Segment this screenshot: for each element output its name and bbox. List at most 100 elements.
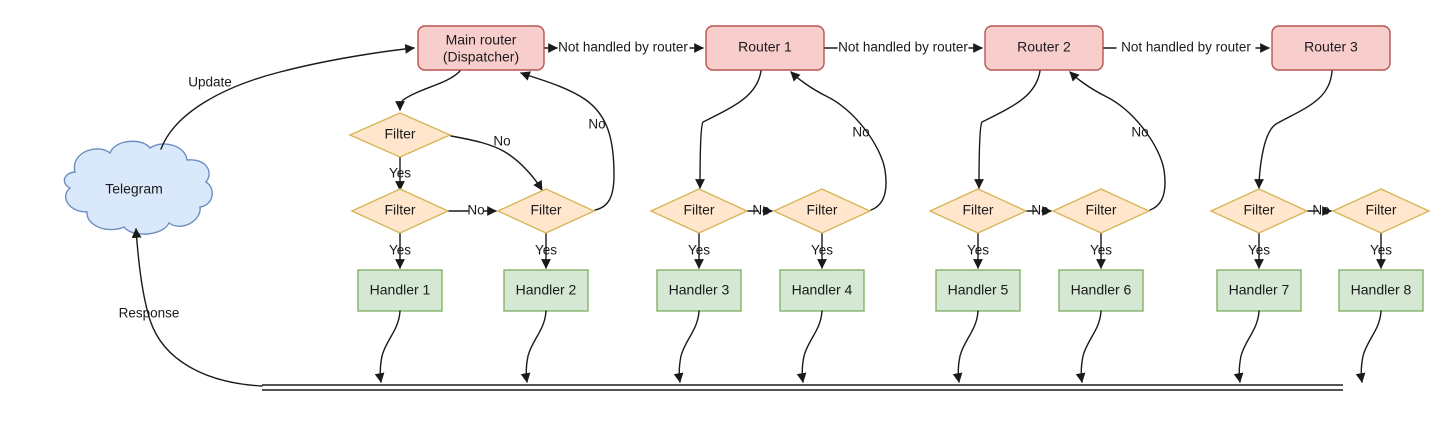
edge-filter-a-no-label: No (493, 134, 510, 149)
edge-handler-4-to-bus (796, 310, 823, 383)
edge-filter-2-no-back-path (520, 71, 615, 211)
edge-response-path (131, 228, 263, 387)
node-handler-8[interactable]: Handler 8 (1338, 269, 1424, 312)
edge-router-3-to-filter-7-path (1254, 70, 1333, 189)
edge-filter-6-no-back: No (1069, 71, 1166, 211)
cloud-shape (63, 140, 213, 235)
edge-handler-6-to-bus-path (1075, 310, 1102, 383)
edge-handler-3-to-bus-path (673, 310, 700, 383)
edge-filter-1-no-label: No (467, 203, 484, 218)
edge-handler-8-to-bus (1355, 310, 1382, 383)
edge-filter-8-yes: Yes (1370, 233, 1392, 269)
edge-filter-a-yes: Yes (389, 157, 411, 191)
main-router-shape (417, 25, 545, 71)
edge-filter-3-yes: Yes (688, 233, 710, 269)
handler-7-shape (1216, 269, 1302, 312)
edge-handler-7-to-bus (1233, 310, 1260, 383)
edge-filter-7-no: No (1307, 203, 1332, 218)
edge-router-3-to-filter-7 (1254, 70, 1333, 189)
node-handler-7[interactable]: Handler 7 (1216, 269, 1302, 312)
node-filter-4[interactable]: Filter (772, 188, 872, 234)
node-handler-4[interactable]: Handler 4 (779, 269, 865, 312)
edge-filter-6-yes: Yes (1090, 233, 1112, 269)
handler-1-shape (357, 269, 443, 312)
node-filter-1[interactable]: Filter (350, 188, 450, 234)
node-handler-1[interactable]: Handler 1 (357, 269, 443, 312)
filter-4-shape (772, 188, 872, 234)
filter-1-shape (350, 188, 450, 234)
node-filter-6[interactable]: Filter (1051, 188, 1151, 234)
router-2-shape (984, 25, 1104, 71)
node-filter-5[interactable]: Filter (928, 188, 1028, 234)
edge-not-handled-1: Not handled by router (544, 40, 704, 55)
handler-2-shape (503, 269, 589, 312)
edge-handler-3-to-bus (673, 310, 700, 383)
edge-filter-7-yes: Yes (1248, 233, 1270, 269)
node-handler-5[interactable]: Handler 5 (935, 269, 1021, 312)
node-router-1[interactable]: Router 1 (705, 25, 825, 71)
filter-6-shape (1051, 188, 1151, 234)
edge-filter-a-no-path (450, 135, 543, 191)
response-bus (262, 384, 1343, 391)
node-handler-3[interactable]: Handler 3 (656, 269, 742, 312)
edge-main-to-filter-a (395, 70, 461, 111)
edge-filter-4-no-back: No (790, 71, 887, 211)
edge-filter-5-yes: Yes (967, 233, 989, 269)
edge-filter-5-no: No (1026, 203, 1052, 218)
edge-router-1-to-filter-3 (695, 70, 762, 189)
node-filter-a[interactable]: Filter (348, 112, 452, 158)
router-3-shape (1271, 25, 1391, 71)
edge-not-handled-3: Not handled by router (1103, 40, 1270, 55)
edge-router-1-to-filter-3-path (695, 70, 762, 189)
handler-6-shape (1058, 269, 1144, 312)
edge-filter-5-no-label: No (1031, 203, 1048, 218)
edge-filter-4-no-back-path (790, 71, 887, 211)
node-router-2[interactable]: Router 2 (984, 25, 1104, 71)
edge-filter-6-no-back-path (1069, 71, 1166, 211)
filter-7-shape (1209, 188, 1309, 234)
edge-filter-7-no-label: No (1312, 203, 1329, 218)
edge-filter-4-yes: Yes (811, 233, 833, 269)
filter-5-shape (928, 188, 1028, 234)
node-main-router[interactable]: Main router (Dispatcher) (417, 25, 545, 71)
filter-2-shape (496, 188, 596, 234)
edge-filter-1-yes: Yes (389, 233, 411, 269)
edge-router-2-to-filter-5-path (974, 70, 1041, 189)
node-handler-2[interactable]: Handler 2 (503, 269, 589, 312)
edge-update-label: Update (188, 75, 232, 90)
edge-filter-2-yes: Yes (535, 233, 557, 269)
edge-handler-8-to-bus-path (1355, 310, 1382, 383)
node-filter-8[interactable]: Filter (1331, 188, 1431, 234)
handler-4-shape (779, 269, 865, 312)
edge-filter-3-no: No (747, 203, 773, 218)
filter-3-shape (649, 188, 749, 234)
edge-handler-5-to-bus (952, 310, 979, 383)
node-router-3[interactable]: Router 3 (1271, 25, 1391, 71)
edge-handler-1-to-bus (374, 310, 401, 383)
edge-not-handled-2-label: Not handled by router (838, 40, 968, 55)
edge-not-handled-2: Not handled by router (824, 40, 983, 55)
filter-8-shape (1331, 188, 1431, 234)
edge-handler-2-to-bus (520, 310, 547, 383)
edge-router-2-to-filter-5 (974, 70, 1041, 189)
edge-handler-7-to-bus-path (1233, 310, 1260, 383)
handler-5-shape (935, 269, 1021, 312)
router-1-shape (705, 25, 825, 71)
edge-not-handled-3-label: Not handled by router (1121, 40, 1251, 55)
node-filter-3[interactable]: Filter (649, 188, 749, 234)
filter-a-shape (348, 112, 452, 158)
edge-filter-2-no-back: No (520, 71, 615, 211)
edge-filter-a-no: No (450, 134, 543, 191)
edge-handler-6-to-bus (1075, 310, 1102, 383)
edge-filter-1-no: No (448, 203, 497, 218)
node-filter-7[interactable]: Filter (1209, 188, 1309, 234)
edge-main-to-filter-a-path (395, 70, 461, 111)
telegram-cloud[interactable]: Telegram (63, 140, 213, 235)
edge-filter-3-no-label: No (752, 203, 769, 218)
node-filter-2[interactable]: Filter (496, 188, 596, 234)
edge-not-handled-1-label: Not handled by router (558, 40, 688, 55)
handler-3-shape (656, 269, 742, 312)
node-handler-6[interactable]: Handler 6 (1058, 269, 1144, 312)
edge-handler-1-to-bus-path (374, 310, 401, 383)
